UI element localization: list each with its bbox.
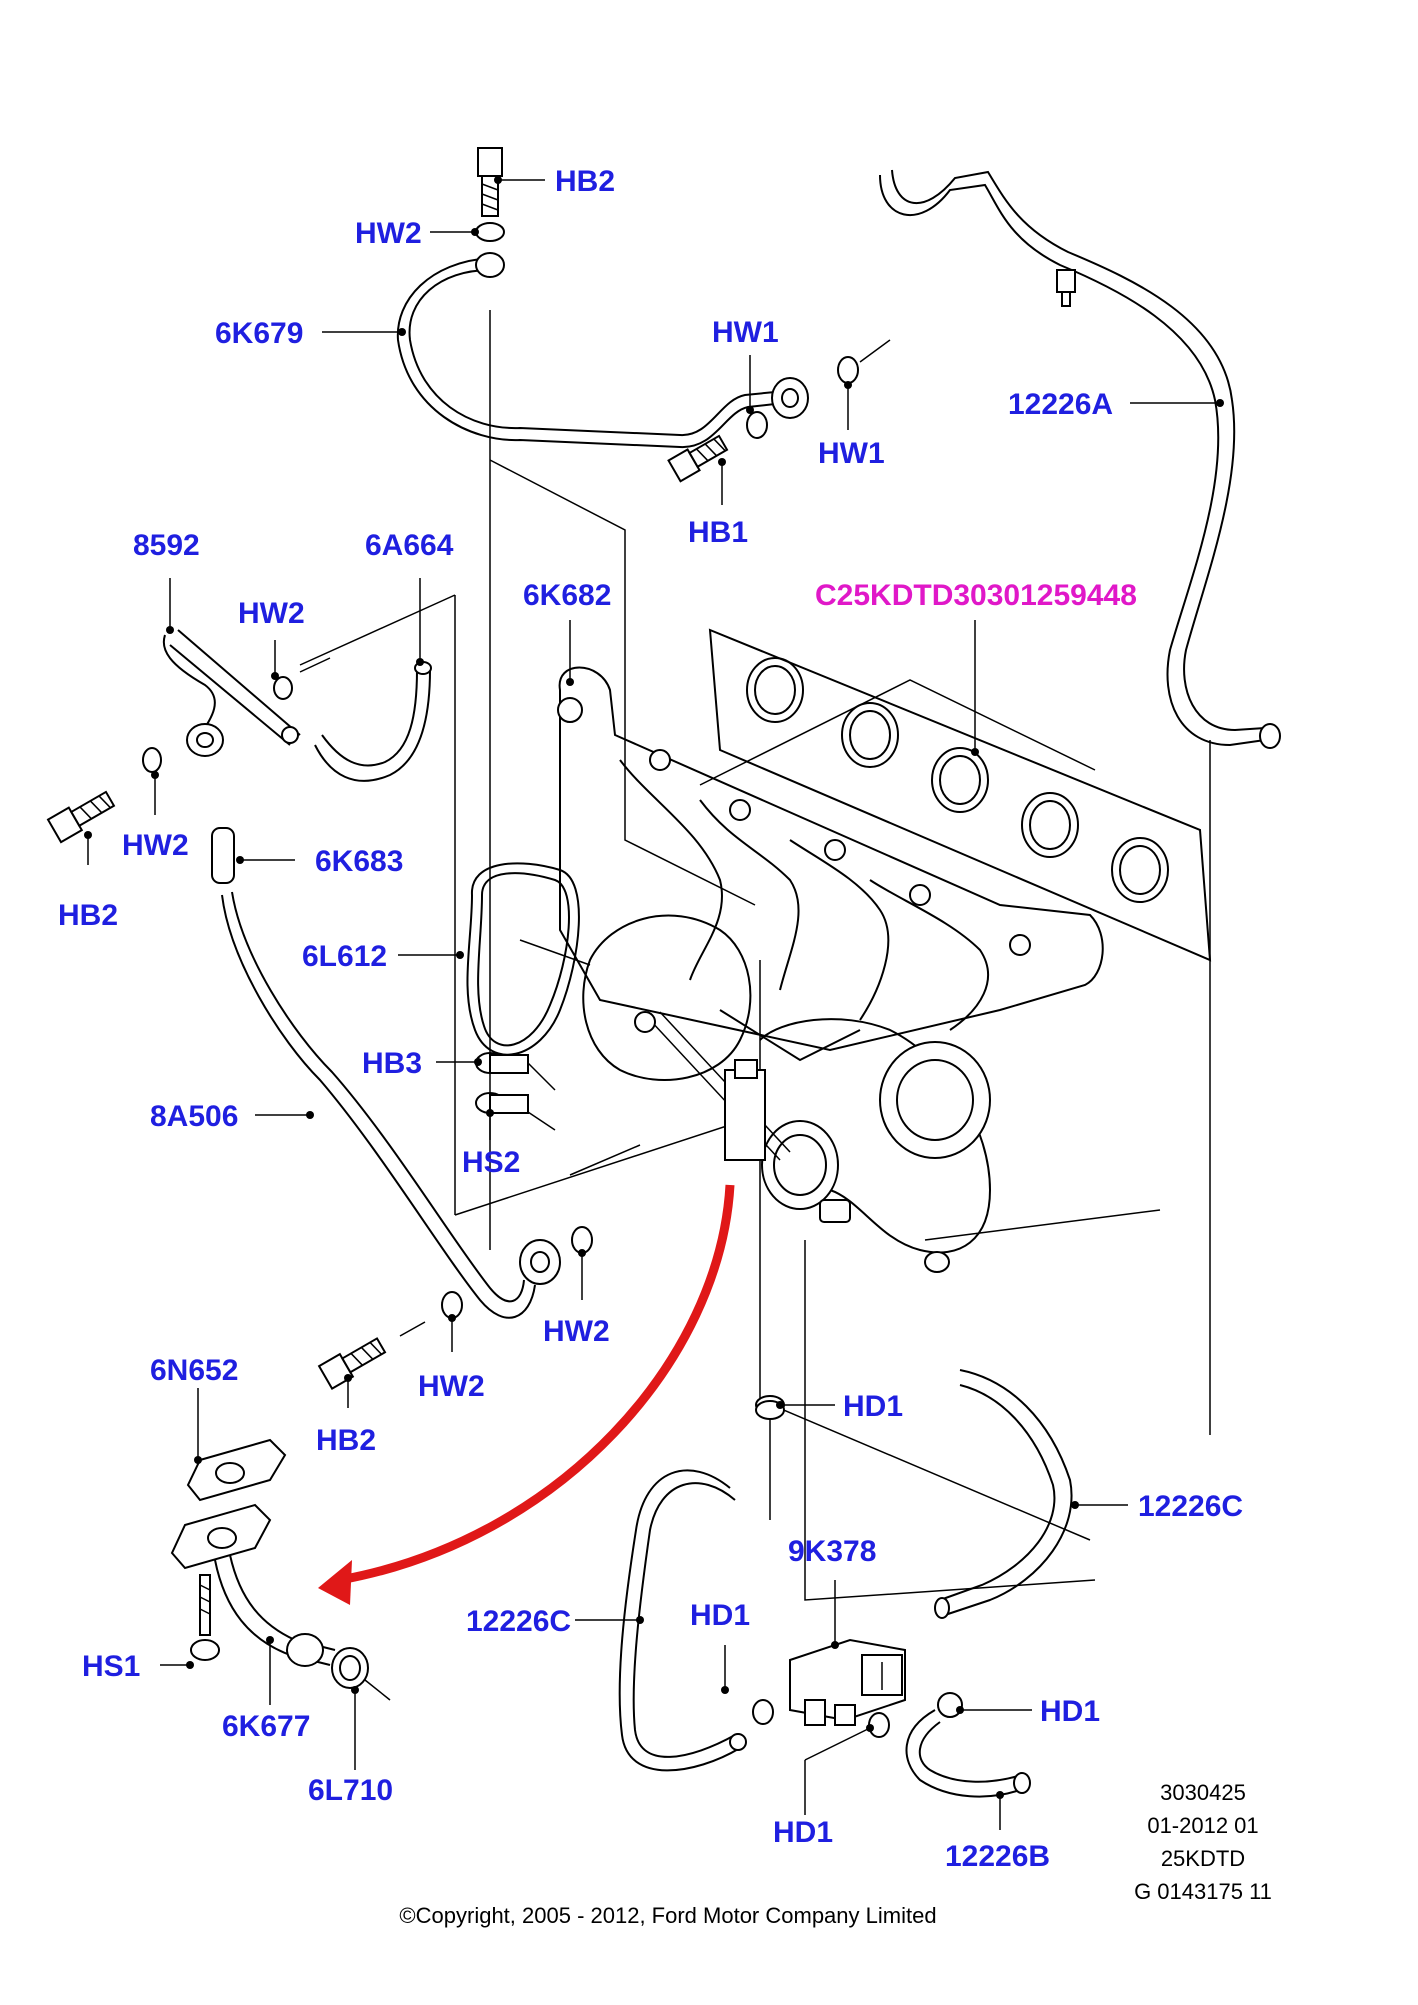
label-hw2-low-b: HW2: [418, 1370, 485, 1403]
label-hw1-b: HW1: [818, 437, 885, 470]
oil-return-tube: [46, 629, 432, 844]
reference-line-2: 01-2012 01: [1147, 1813, 1258, 1838]
leader-lines: [87, 179, 1220, 1830]
exhaust-manifold: [557, 666, 1104, 1052]
label-6k677: 6K677: [222, 1710, 310, 1743]
part-labels: HB2 HW2 6K679 HW1 HW1 HB1 12226A 8592 6A…: [58, 165, 1243, 1873]
label-6a664: 6A664: [365, 529, 454, 562]
label-8592: 8592: [133, 529, 200, 562]
label-hd1-d: HD1: [1040, 1695, 1100, 1728]
label-9k378: 9K378: [788, 1535, 876, 1568]
reference-line-1: 3030425: [1160, 1780, 1246, 1805]
oil-feed-pipe: [396, 147, 891, 483]
label-hw2-left: HW2: [122, 829, 189, 862]
label-hw2-low-a: HW2: [543, 1315, 610, 1348]
label-hs2: HS2: [462, 1146, 520, 1179]
label-12226a: 12226A: [1008, 388, 1113, 421]
leader-dots: [84, 176, 1224, 1799]
label-hw2-mid: HW2: [238, 597, 305, 630]
label-hb1: HB1: [688, 516, 748, 549]
label-8a506: 8A506: [150, 1100, 238, 1133]
label-6n652: 6N652: [150, 1354, 238, 1387]
vacuum-hose-b: [905, 1709, 1031, 1798]
label-6l612: 6L612: [302, 940, 387, 973]
label-12226c-right: 12226C: [1138, 1490, 1243, 1523]
label-6k682: 6K682: [523, 579, 611, 612]
oil-pipe: [221, 891, 593, 1390]
manifold-gasket: [708, 628, 1212, 962]
label-hb3: HB3: [362, 1047, 422, 1080]
label-6k679: 6K679: [215, 317, 303, 350]
label-6l710: 6L710: [308, 1774, 393, 1807]
label-hd1-b: HD1: [690, 1599, 750, 1632]
bolts-hb3-hs2: [475, 1052, 529, 1114]
turbocharger: [582, 914, 992, 1273]
turbo-gasket: [466, 862, 591, 1056]
label-hw2-top: HW2: [355, 217, 422, 250]
label-hd1-c: HD1: [773, 1816, 833, 1849]
label-hd1-a: HD1: [843, 1390, 903, 1423]
boost-hose-right: [934, 1369, 1073, 1619]
label-hs1: HS1: [82, 1650, 140, 1683]
label-gasket-code: C25KDTD30301259448: [815, 579, 1137, 612]
reference-block: 3030425 01-2012 01 25KDTD G 0143175 11: [1134, 1780, 1272, 1904]
label-hw1-a: HW1: [712, 316, 779, 349]
label-12226c-left: 12226C: [466, 1605, 571, 1638]
oil-return-assembly: [170, 1438, 391, 1701]
boost-hose-left: [618, 1469, 747, 1772]
label-hb2-left: HB2: [58, 899, 118, 932]
label-hb2-low: HB2: [316, 1424, 376, 1457]
copyright-notice: ©Copyright, 2005 - 2012, Ford Motor Comp…: [399, 1903, 936, 1928]
label-6k683: 6K683: [315, 845, 403, 878]
label-12226b: 12226B: [945, 1840, 1050, 1873]
label-hb2-top: HB2: [555, 165, 615, 198]
vacuum-solenoid: [752, 1638, 963, 1738]
vent-hose: [879, 169, 1281, 749]
sleeve: [211, 827, 235, 884]
reference-line-4: G 0143175 11: [1134, 1879, 1272, 1904]
reference-line-3: 25KDTD: [1161, 1846, 1245, 1871]
direction-arrow: [318, 1184, 735, 1605]
